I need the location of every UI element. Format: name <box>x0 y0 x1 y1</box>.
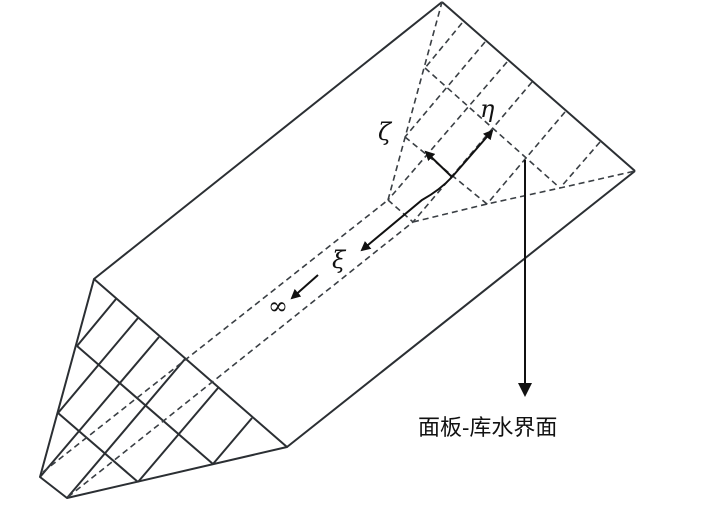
infinity-arrow <box>290 274 319 300</box>
dashed-channel-lines <box>42 199 414 498</box>
interface-caption: 面板-库水界面 <box>418 416 558 441</box>
interface-grid <box>387 1 636 223</box>
infinity-label: ∞ <box>268 292 288 320</box>
zeta-arrow <box>424 150 453 178</box>
zeta-label: ζ <box>378 118 393 146</box>
eta-arrow <box>451 129 494 178</box>
prism-outline <box>39 1 636 499</box>
coordinate-arrows <box>290 129 532 397</box>
xi-label: ξ <box>332 246 347 274</box>
front-face-grid <box>39 298 253 499</box>
eta-label: η <box>480 95 495 123</box>
xi-arrow <box>360 176 453 252</box>
